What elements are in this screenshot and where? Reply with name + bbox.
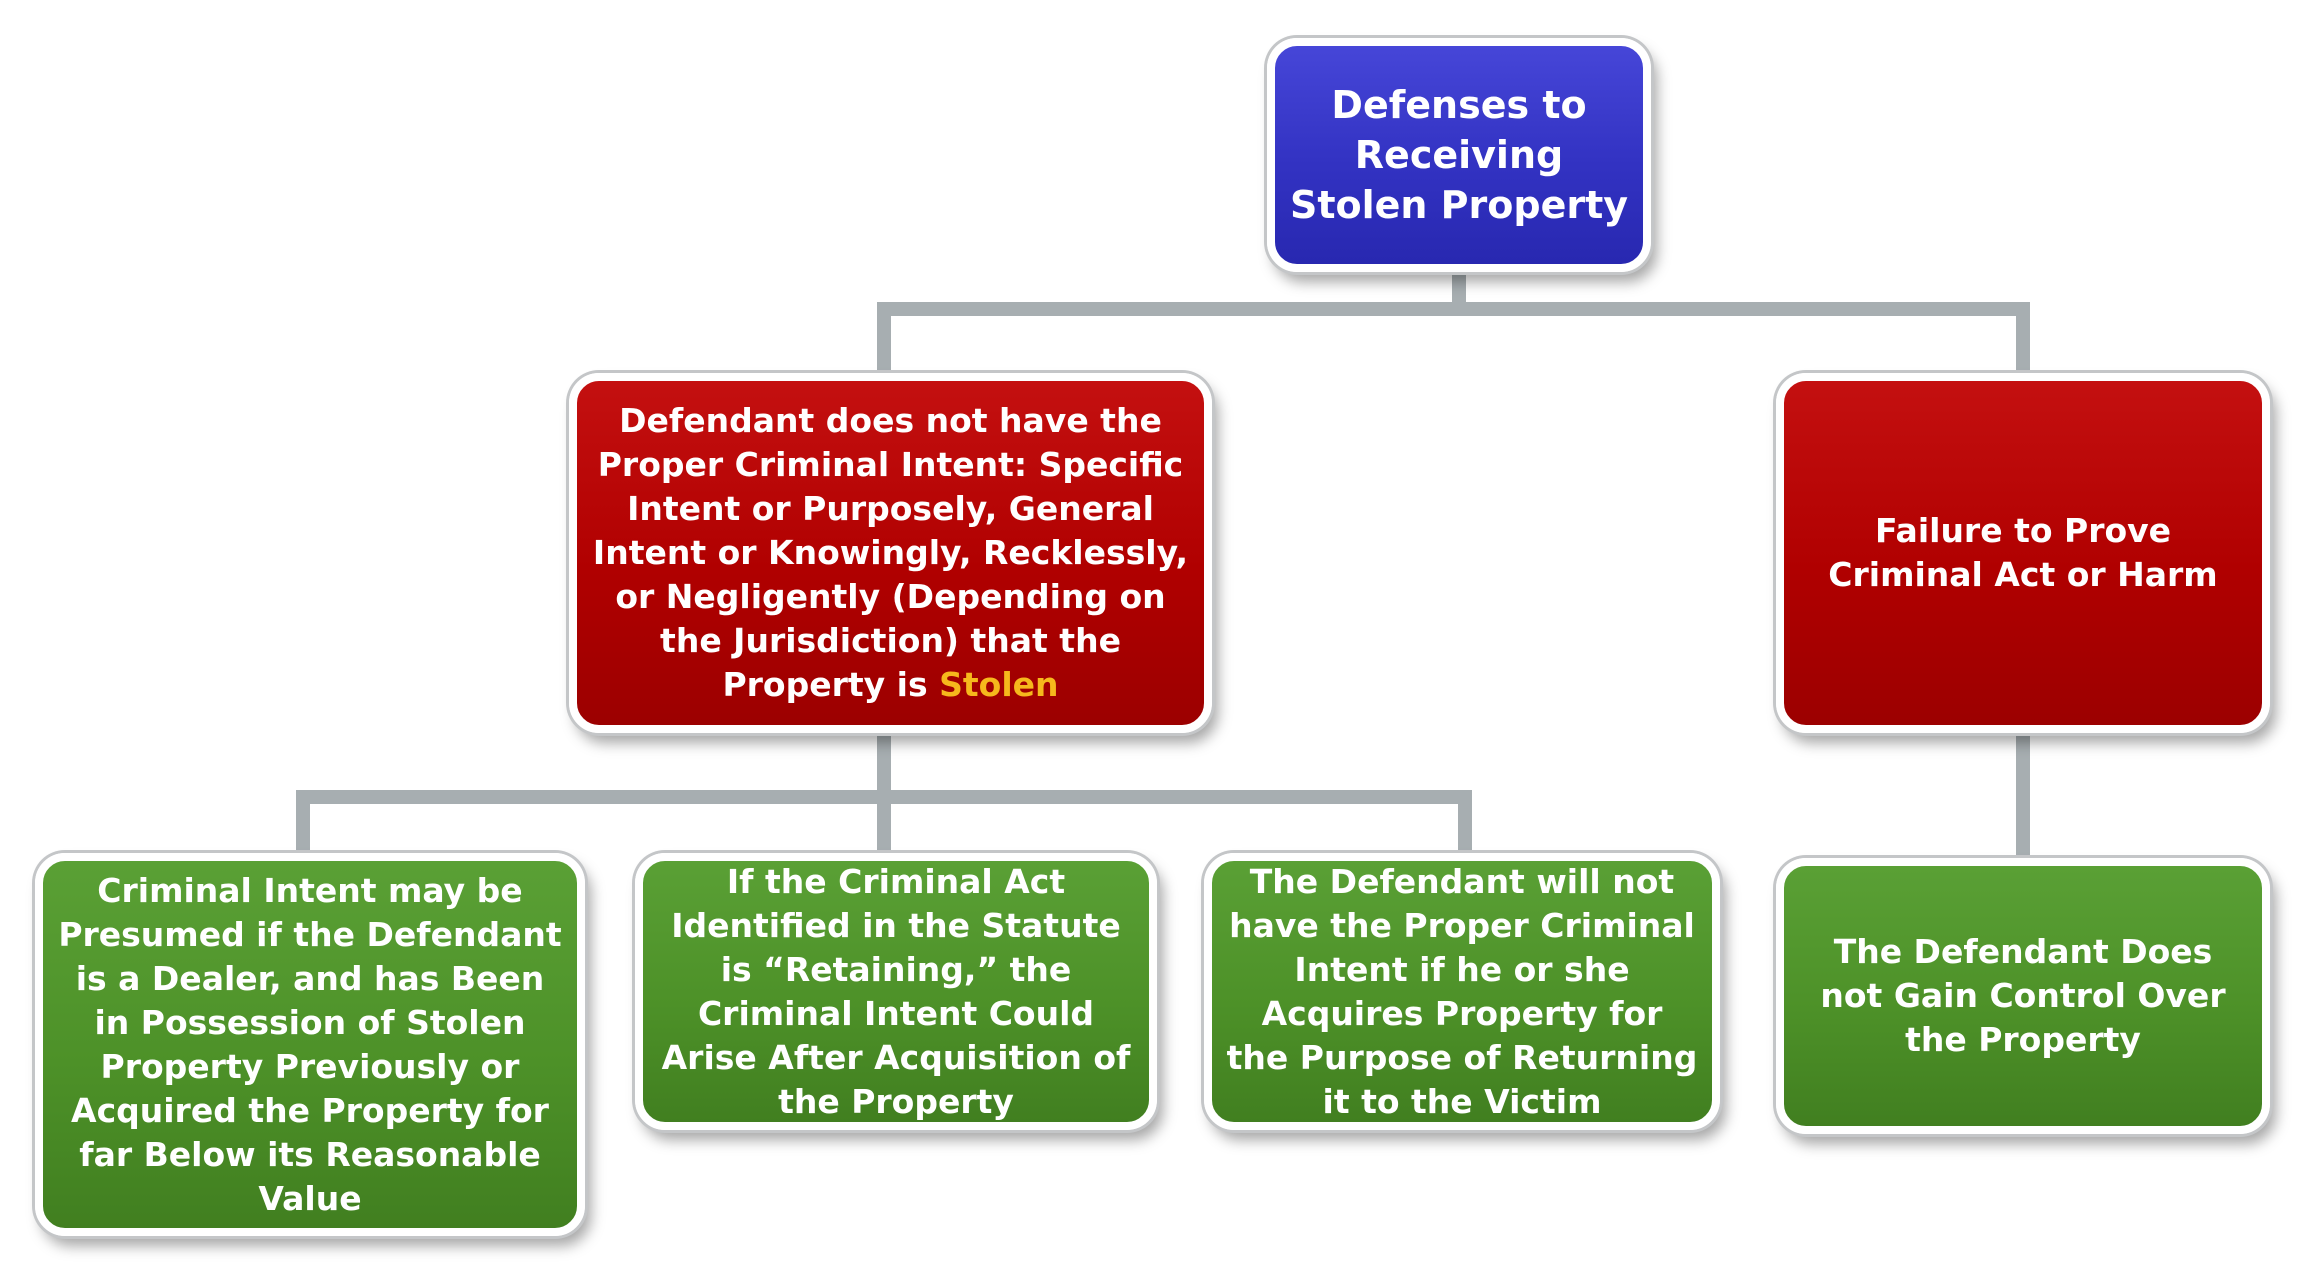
returning-property-label: The Defendant will not have the Proper C… xyxy=(1226,861,1698,1121)
presumed-intent-label: Criminal Intent may be Presumed if the D… xyxy=(58,870,562,1218)
presumed-intent-node: Criminal Intent may be Presumed if the D… xyxy=(35,853,585,1236)
no-control-node: The Defendant Does not Gain Control Over… xyxy=(1776,858,2270,1134)
connector-root-to-level2 xyxy=(877,268,2030,378)
no-control-label: The Defendant Does not Gain Control Over… xyxy=(1820,932,2226,1059)
retaining-intent-label: If the Criminal Act Identified in the St… xyxy=(661,861,1131,1121)
criminal-act-node: Failure to Prove Criminal Act or Harm xyxy=(1776,373,2270,733)
connector-intent-to-leaves xyxy=(296,728,1472,858)
root-node: Defenses to Receiving Stolen Property xyxy=(1267,38,1651,272)
criminal-intent-label: Defendant does not have the Proper Crimi… xyxy=(592,401,1189,704)
stolen-highlight: Stolen xyxy=(939,665,1059,704)
returning-property-node: The Defendant will not have the Proper C… xyxy=(1204,853,1720,1130)
criminal-intent-node: Defendant does not have the Proper Crimi… xyxy=(569,373,1212,733)
criminal-intent-text: Defendant does not have the Proper Crimi… xyxy=(591,399,1190,707)
root-label: Defenses to Receiving Stolen Property xyxy=(1289,83,1629,227)
criminal-act-label: Failure to Prove Criminal Act or Harm xyxy=(1828,511,2218,594)
retaining-intent-node: If the Criminal Act Identified in the St… xyxy=(635,853,1157,1130)
